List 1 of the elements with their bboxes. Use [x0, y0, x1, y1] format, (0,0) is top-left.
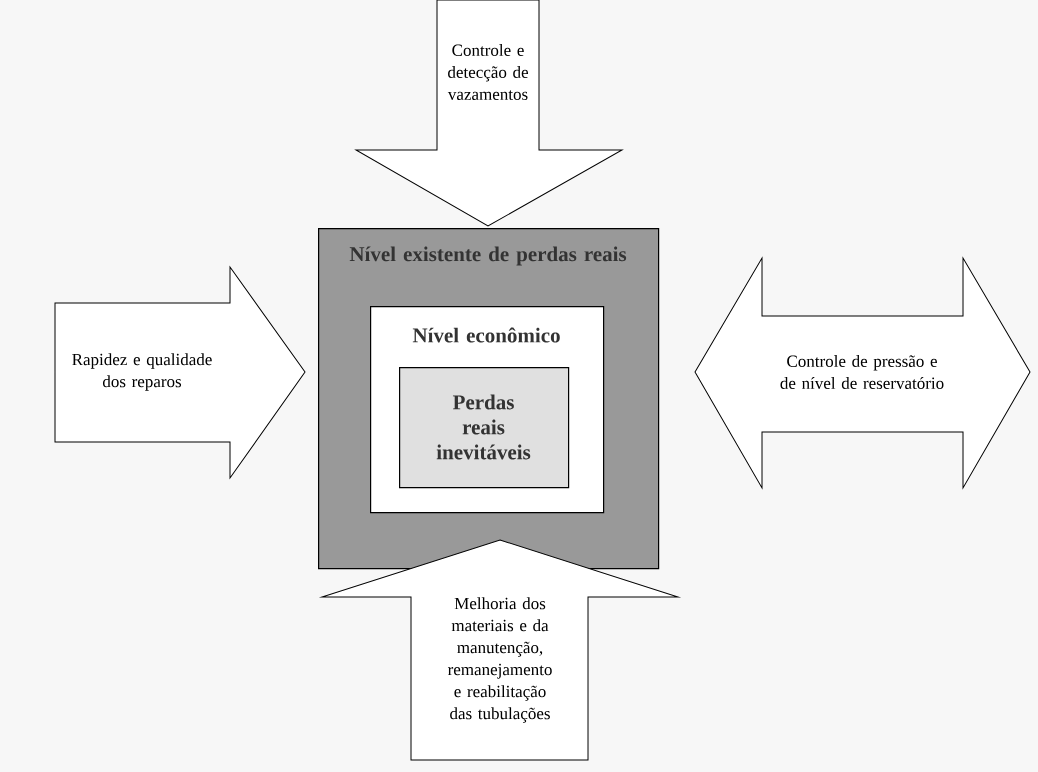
box: Perdas reais inevitáveis	[399, 367, 570, 489]
